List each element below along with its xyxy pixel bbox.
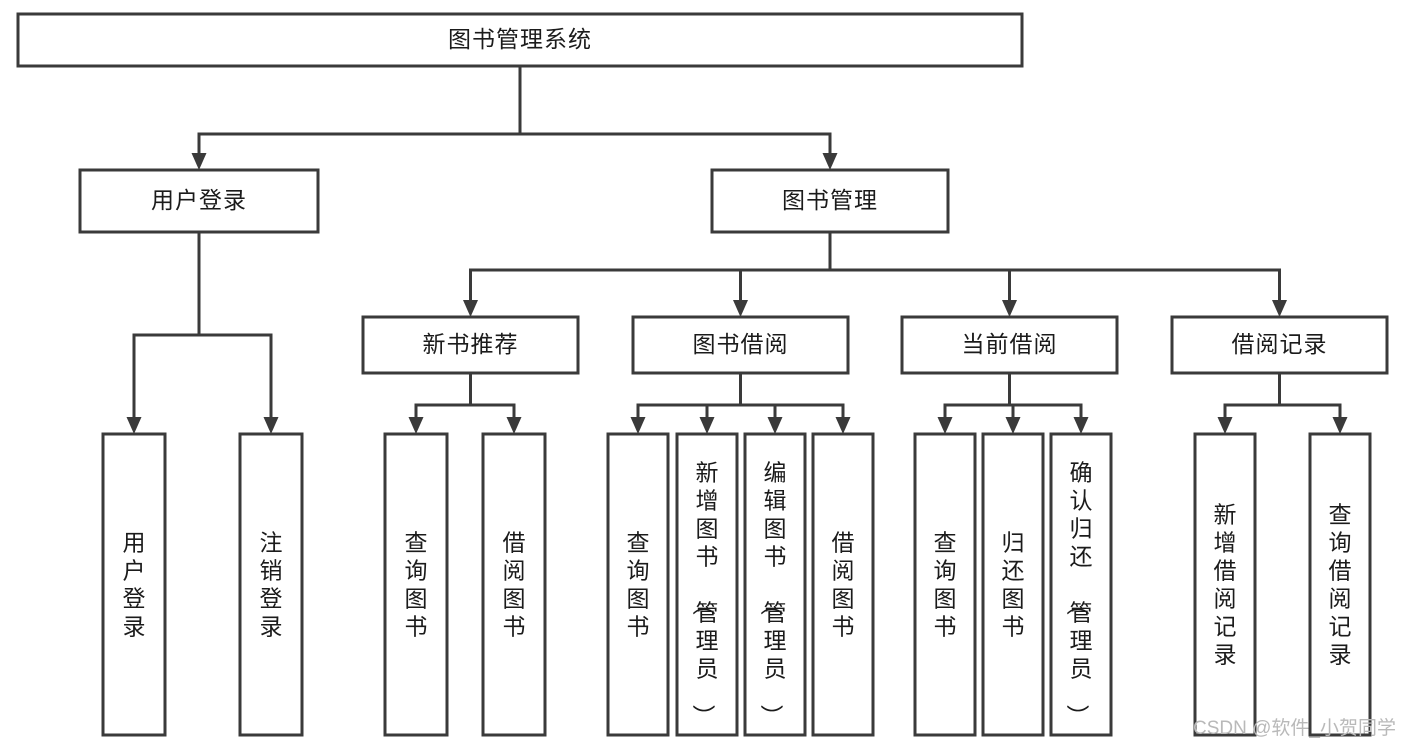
node-label-leaf-edit-book: 编辑图书（管理员） <box>759 459 787 727</box>
arrow-head-icon <box>263 417 279 434</box>
node-label-leaf-query-book-borrow: 查询图书 <box>627 529 650 639</box>
arrow-head-icon <box>630 417 646 434</box>
node-leaf-borrow-book[interactable]: 借阅图书 <box>811 432 875 737</box>
node-leaf-logout[interactable]: 注销登录 <box>238 432 304 737</box>
arrow-head-icon <box>506 417 522 434</box>
node-borrow-record[interactable]: 借阅记录 <box>1170 315 1389 375</box>
node-leaf-return-book[interactable]: 归还图书 <box>981 432 1045 737</box>
node-box-leaf-logout[interactable] <box>238 432 304 737</box>
connector-root-to-book-manage <box>518 66 838 170</box>
node-label-book-manage: 图书管理 <box>782 187 878 213</box>
node-box-leaf-user-login[interactable] <box>101 432 167 737</box>
node-book-manage[interactable]: 图书管理 <box>710 168 950 234</box>
connector-user-login-to-leaf-logout <box>197 232 279 434</box>
node-label-leaf-add-book: 新增图书（管理员） <box>691 459 719 727</box>
arrow-head-icon <box>126 417 142 434</box>
node-label-leaf-query-book-cur: 查询图书 <box>934 529 957 639</box>
node-leaf-borrow-book-rec[interactable]: 借阅图书 <box>481 432 547 737</box>
node-leaf-query-book-borrow[interactable]: 查询图书 <box>606 432 670 737</box>
node-label-leaf-query-book-rec: 查询图书 <box>405 529 428 639</box>
node-box-book-borrow[interactable] <box>631 315 850 375</box>
node-box-root[interactable] <box>16 12 1024 68</box>
node-leaf-user-login[interactable]: 用户登录 <box>101 432 167 737</box>
connector-borrow-record-to-leaf-query-record <box>1278 373 1348 434</box>
node-leaf-add-book[interactable]: 新增图书（管理员） <box>675 432 739 737</box>
node-book-borrow[interactable]: 图书借阅 <box>631 315 850 375</box>
node-box-book-manage[interactable] <box>710 168 950 234</box>
node-box-leaf-confirm-return[interactable] <box>1049 432 1113 737</box>
node-label-user-login: 用户登录 <box>151 187 247 213</box>
connector-current-borrow-to-leaf-query-book-cur <box>937 373 1011 434</box>
node-leaf-query-book-cur[interactable]: 查询图书 <box>913 432 977 737</box>
node-box-leaf-borrow-book-rec[interactable] <box>481 432 547 737</box>
node-box-leaf-add-record[interactable] <box>1193 432 1257 737</box>
node-box-leaf-query-book-borrow[interactable] <box>606 432 670 737</box>
arrow-head-icon <box>1332 417 1348 434</box>
node-box-leaf-edit-book[interactable] <box>743 432 807 737</box>
connector-root-to-user-login <box>191 66 522 170</box>
node-box-new-book-rec[interactable] <box>361 315 580 375</box>
arrow-head-icon <box>191 153 207 170</box>
connector-book-manage-to-borrow-record <box>828 232 1287 317</box>
connector-layer <box>126 66 1348 434</box>
arrow-head-icon <box>463 300 478 317</box>
connector-current-borrow-to-leaf-confirm-return <box>1008 373 1089 434</box>
connector-new-book-rec-to-leaf-query-book-rec <box>408 373 472 434</box>
arrow-head-icon <box>822 153 838 170</box>
node-user-login[interactable]: 用户登录 <box>78 168 320 234</box>
node-leaf-query-record[interactable]: 查询借阅记录 <box>1308 432 1372 737</box>
arrow-head-icon <box>733 300 748 317</box>
connector-book-manage-to-book-borrow <box>733 232 832 317</box>
node-box-leaf-query-book-cur[interactable] <box>913 432 977 737</box>
node-box-user-login[interactable] <box>78 168 320 234</box>
node-label-new-book-rec: 新书推荐 <box>423 331 519 357</box>
node-box-leaf-return-book[interactable] <box>981 432 1045 737</box>
arrow-head-icon <box>937 417 953 434</box>
node-leaf-confirm-return[interactable]: 确认归还（管理员） <box>1049 432 1113 737</box>
arrow-head-icon <box>835 417 851 434</box>
csdn-watermark: CSDN @软件_小贺同学 <box>1193 717 1396 739</box>
arrow-head-icon <box>1073 417 1089 434</box>
node-current-borrow[interactable]: 当前借阅 <box>900 315 1119 375</box>
node-box-leaf-borrow-book[interactable] <box>811 432 875 737</box>
arrow-head-icon <box>1005 417 1021 434</box>
connector-book-borrow-to-leaf-add-book <box>699 373 742 434</box>
node-label-borrow-record: 借阅记录 <box>1232 331 1328 357</box>
connector-user-login-to-leaf-user-login <box>126 232 201 434</box>
node-label-book-borrow: 图书借阅 <box>693 331 789 357</box>
node-box-leaf-query-record[interactable] <box>1308 432 1372 737</box>
arrow-head-icon <box>1002 300 1017 317</box>
connector-book-borrow-to-leaf-borrow-book <box>739 373 851 434</box>
node-box-leaf-query-book-rec[interactable] <box>383 432 449 737</box>
node-label-leaf-logout: 注销登录 <box>260 529 283 639</box>
node-new-book-rec[interactable]: 新书推荐 <box>361 315 580 375</box>
node-label-leaf-user-login: 用户登录 <box>123 529 146 639</box>
node-label-current-borrow: 当前借阅 <box>962 331 1058 357</box>
node-label-leaf-query-record: 查询借阅记录 <box>1329 501 1352 667</box>
node-label-root: 图书管理系统 <box>448 26 592 52</box>
arrow-head-icon <box>1217 417 1233 434</box>
node-leaf-query-book-rec[interactable]: 查询图书 <box>383 432 449 737</box>
connector-book-manage-to-current-borrow <box>828 232 1017 317</box>
arrow-head-icon <box>1272 300 1287 317</box>
node-label-leaf-borrow-book: 借阅图书 <box>832 529 855 639</box>
node-box-borrow-record[interactable] <box>1170 315 1389 375</box>
node-label-leaf-confirm-return: 确认归还（管理员） <box>1065 459 1093 727</box>
node-leaf-add-record[interactable]: 新增借阅记录 <box>1193 432 1257 737</box>
arrow-head-icon <box>408 417 424 434</box>
connector-borrow-record-to-leaf-add-record <box>1217 373 1281 434</box>
node-label-leaf-borrow-book-rec: 借阅图书 <box>503 529 526 639</box>
connector-new-book-rec-to-leaf-borrow-book-rec <box>469 373 522 434</box>
node-box-current-borrow[interactable] <box>900 315 1119 375</box>
node-leaf-edit-book[interactable]: 编辑图书（管理员） <box>743 432 807 737</box>
node-root[interactable]: 图书管理系统 <box>16 12 1024 68</box>
arrow-head-icon <box>699 417 715 434</box>
arrow-head-icon <box>767 417 783 434</box>
node-label-leaf-add-record: 新增借阅记录 <box>1214 501 1237 667</box>
node-layer: 图书管理系统用户登录图书管理新书推荐图书借阅当前借阅借阅记录用户登录注销登录查询… <box>16 12 1389 737</box>
node-label-leaf-return-book: 归还图书 <box>1002 529 1025 639</box>
connector-book-manage-to-new-book-rec <box>463 232 832 317</box>
node-box-leaf-add-book[interactable] <box>675 432 739 737</box>
